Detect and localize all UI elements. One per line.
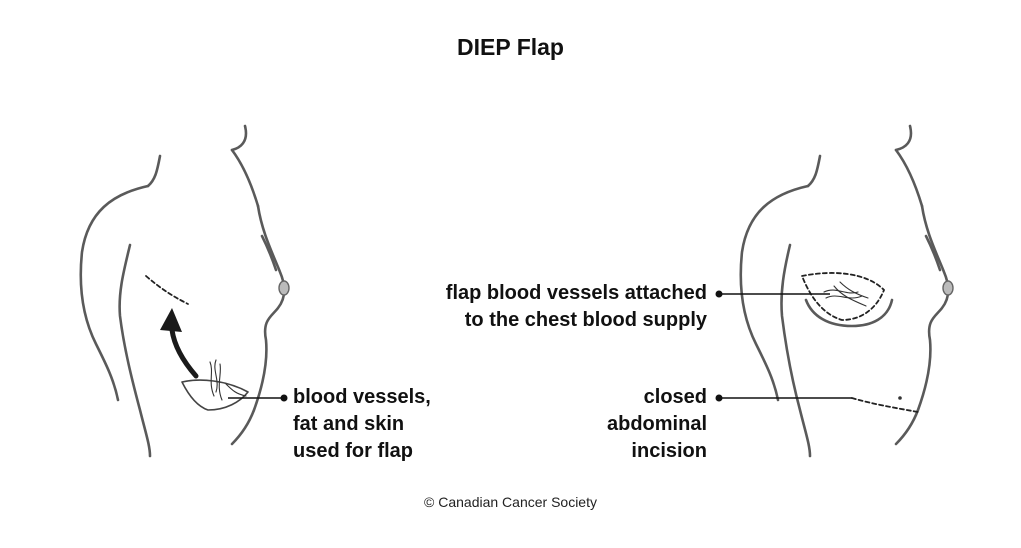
leader-dot xyxy=(715,394,723,402)
arrow-head-icon xyxy=(160,308,182,332)
diagram-title: DIEP Flap xyxy=(457,34,564,60)
blood-vessels xyxy=(839,281,869,299)
shoulder-outline xyxy=(79,184,150,402)
torso-left-side xyxy=(118,243,152,458)
abdominal-incision xyxy=(851,397,919,413)
leader-dot xyxy=(715,290,723,298)
mastectomy-scar xyxy=(145,275,189,305)
label-line: abdominal xyxy=(606,413,707,435)
label-blood-vessels-fat-skin: blood vessels, fat and skin used for fla… xyxy=(293,384,431,465)
torso-after-figure xyxy=(715,124,954,458)
label-flap-blood-vessels: flap blood vessels attached to the chest… xyxy=(446,280,707,334)
neck-outline xyxy=(806,154,822,188)
label-closed-abdominal-incision: closed abdominal incision xyxy=(607,384,707,465)
copyright-notice: © Canadian Cancer Society xyxy=(424,494,597,510)
blood-vessels xyxy=(825,295,863,299)
blood-vessels xyxy=(214,359,218,393)
label-line: used for flap xyxy=(293,440,414,462)
neck-outline xyxy=(230,124,248,152)
label-line: flap blood vessels attached xyxy=(445,282,707,304)
navel-icon xyxy=(898,396,902,400)
blood-vessels xyxy=(209,361,215,397)
blood-vessels xyxy=(833,285,867,307)
reconstructed-breast-outline xyxy=(804,298,894,328)
label-line: to the chest blood supply xyxy=(464,309,707,331)
torso-left-side xyxy=(780,243,812,458)
breast-outline xyxy=(230,204,286,446)
nipple-icon xyxy=(278,280,290,296)
label-line: blood vessels, xyxy=(293,386,431,408)
transferred-flap xyxy=(800,272,886,321)
blood-vessels xyxy=(218,363,223,401)
shoulder-outline xyxy=(230,148,260,208)
breast-outline xyxy=(894,204,950,446)
torso-before-figure xyxy=(79,124,290,458)
label-line: fat and skin xyxy=(293,413,405,435)
label-line: closed xyxy=(643,386,707,408)
arm-outline xyxy=(924,234,942,272)
arm-outline xyxy=(260,234,278,272)
shoulder-outline xyxy=(739,184,810,402)
neck-outline xyxy=(894,124,913,152)
flap-transfer-arrow xyxy=(169,327,199,379)
leader-dot xyxy=(280,394,288,402)
blood-vessels xyxy=(225,383,247,397)
nipple-icon xyxy=(942,280,954,296)
label-line: incision xyxy=(631,440,707,462)
neck-outline xyxy=(146,154,162,188)
abdominal-flap xyxy=(181,379,249,411)
shoulder-outline xyxy=(894,148,924,208)
